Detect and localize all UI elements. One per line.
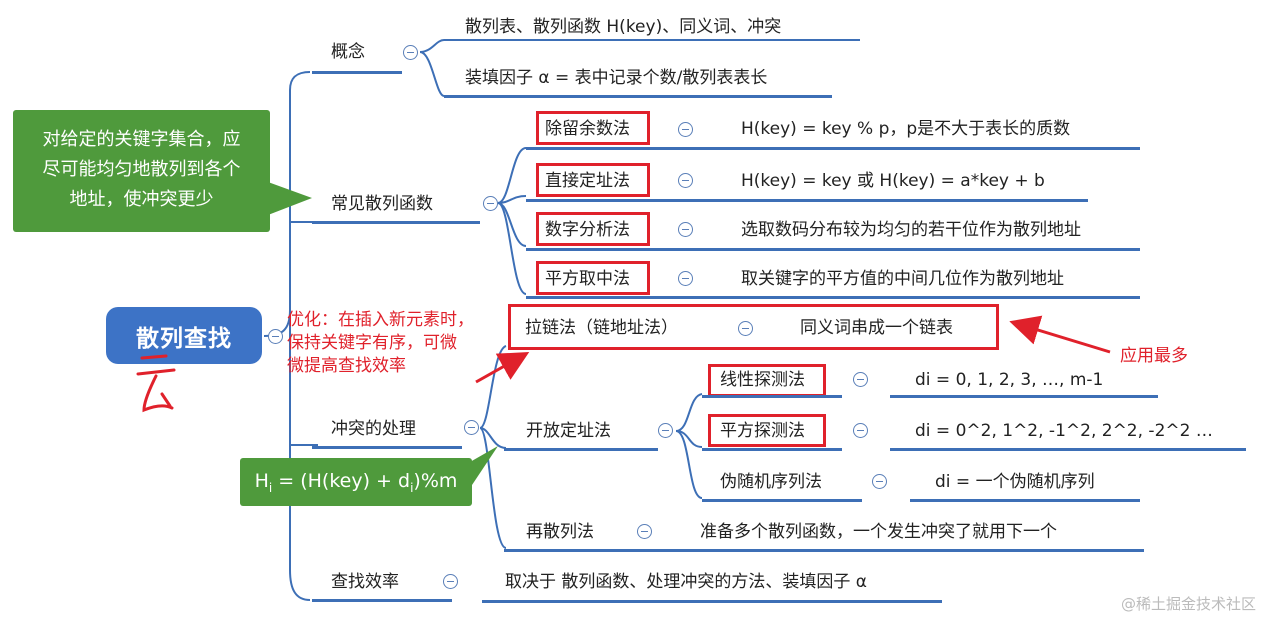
underline bbox=[526, 296, 722, 299]
collapse-icon[interactable] bbox=[678, 122, 693, 137]
underline bbox=[702, 499, 862, 502]
optimization-note: 优化：在插入新元素时， 保持关键字有序，可微 微提高查找效率 bbox=[287, 309, 474, 378]
underline bbox=[526, 248, 722, 251]
underline bbox=[482, 600, 942, 603]
underline bbox=[312, 599, 452, 602]
probe-name[interactable]: 平方探测法 bbox=[720, 421, 805, 441]
underline bbox=[718, 199, 1088, 202]
method-name[interactable]: 拉链法（链地址法） bbox=[525, 318, 678, 338]
note-line: 对给定的关键字集合，应 bbox=[42, 129, 241, 150]
collapse-icon[interactable] bbox=[678, 271, 693, 286]
branch-conflict-handling[interactable]: 冲突的处理 bbox=[331, 419, 416, 439]
most-used-label: 应用最多 bbox=[1120, 346, 1188, 366]
root-node[interactable]: 散列查找 bbox=[106, 307, 262, 364]
underline bbox=[504, 448, 658, 451]
method-desc: 选取数码分布较为均匀的若干位作为散列地址 bbox=[741, 220, 1081, 240]
probe-formula-note: Hi = (H(key) + di)%m bbox=[240, 458, 472, 506]
underline bbox=[702, 395, 842, 398]
method-name[interactable]: 再散列法 bbox=[526, 522, 594, 542]
collapse-icon[interactable] bbox=[483, 196, 498, 211]
method-name[interactable]: 数字分析法 bbox=[545, 220, 630, 240]
highlight-box bbox=[536, 212, 650, 246]
collapse-icon[interactable] bbox=[443, 574, 458, 589]
highlight-box bbox=[536, 261, 650, 295]
note-line: 尽可能均匀地散列到各个 bbox=[42, 159, 241, 180]
collapse-icon[interactable] bbox=[637, 524, 652, 539]
probe-desc: di = 0, 1, 2, 3, …, m-1 bbox=[915, 370, 1104, 390]
highlight-box bbox=[536, 111, 650, 145]
highlight-box bbox=[708, 414, 826, 447]
underline bbox=[504, 549, 1144, 552]
underline bbox=[718, 296, 1140, 299]
collapse-icon[interactable] bbox=[678, 173, 693, 188]
underline bbox=[312, 71, 402, 74]
underline bbox=[312, 446, 462, 449]
collapse-icon[interactable] bbox=[872, 474, 887, 489]
design-goal-note: 对给定的关键字集合，应 尽可能均匀地散列到各个 地址，使冲突更少 bbox=[13, 110, 270, 232]
handwritten-mark-icon bbox=[136, 354, 176, 413]
underline bbox=[890, 448, 1246, 451]
highlight-box bbox=[536, 163, 650, 197]
method-name[interactable]: 平方取中法 bbox=[545, 269, 630, 289]
method-name[interactable]: 开放定址法 bbox=[526, 421, 611, 441]
collapse-icon[interactable] bbox=[464, 420, 479, 435]
collapse-icon[interactable] bbox=[268, 329, 283, 344]
concept-item: 散列表、散列函数 H(key)、同义词、冲突 bbox=[465, 17, 782, 37]
method-desc: 同义词串成一个链表 bbox=[800, 318, 953, 338]
underline bbox=[718, 248, 1140, 251]
collapse-icon[interactable] bbox=[853, 372, 868, 387]
underline bbox=[444, 95, 832, 98]
underline bbox=[910, 499, 1140, 502]
collapse-icon[interactable] bbox=[658, 423, 673, 438]
watermark: @稀土掘金技术社区 bbox=[1120, 595, 1256, 613]
note-line: 微提高查找效率 bbox=[287, 356, 406, 376]
formula-text: Hi = (H(key) + di)%m bbox=[254, 469, 458, 495]
probe-name[interactable]: 伪随机序列法 bbox=[720, 472, 822, 492]
efficiency-desc: 取决于 散列函数、处理冲突的方法、装填因子 α bbox=[505, 572, 868, 592]
method-desc: 取关键字的平方值的中间几位作为散列地址 bbox=[741, 269, 1064, 289]
underline bbox=[526, 147, 722, 150]
underline bbox=[718, 147, 1140, 150]
collapse-icon[interactable] bbox=[853, 423, 868, 438]
collapse-icon[interactable] bbox=[403, 45, 418, 60]
probe-name[interactable]: 线性探测法 bbox=[720, 370, 805, 390]
underline bbox=[312, 221, 480, 224]
underline bbox=[702, 448, 842, 451]
concept-item: 装填因子 α = 表中记录个数/散列表表长 bbox=[465, 68, 768, 88]
method-name[interactable]: 除留余数法 bbox=[545, 119, 630, 139]
method-name[interactable]: 直接定址法 bbox=[545, 171, 630, 191]
branch-hash-functions[interactable]: 常见散列函数 bbox=[331, 194, 433, 214]
note-line: 保持关键字有序，可微 bbox=[287, 333, 457, 353]
underline bbox=[526, 199, 722, 202]
method-desc: H(key) = key % p，p是不大于表长的质数 bbox=[741, 119, 1071, 139]
root-label: 散列查找 bbox=[136, 325, 232, 352]
collapse-icon[interactable] bbox=[678, 222, 693, 237]
branch-search-efficiency[interactable]: 查找效率 bbox=[331, 572, 399, 592]
method-desc: 准备多个散列函数，一个发生冲突了就用下一个 bbox=[700, 522, 1057, 542]
underline bbox=[890, 395, 1158, 398]
method-desc: H(key) = key 或 H(key) = a*key + b bbox=[741, 171, 1045, 191]
note-line: 地址，使冲突更少 bbox=[69, 189, 214, 210]
collapse-icon[interactable] bbox=[738, 321, 753, 336]
probe-desc: di = 0^2, 1^2, -1^2, 2^2, -2^2 … bbox=[915, 421, 1213, 441]
highlight-box bbox=[508, 304, 999, 350]
branch-concept[interactable]: 概念 bbox=[331, 42, 365, 62]
probe-desc: di = 一个伪随机序列 bbox=[935, 472, 1095, 492]
note-line: 优化：在插入新元素时， bbox=[287, 310, 474, 330]
